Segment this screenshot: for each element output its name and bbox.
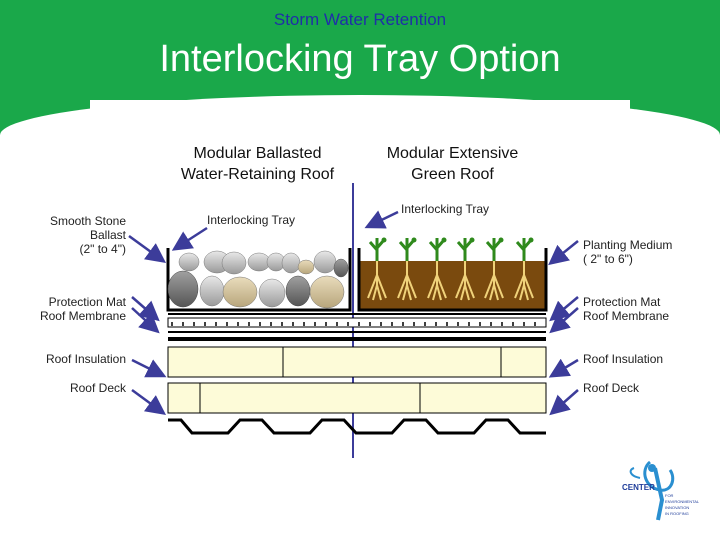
stone — [167, 270, 199, 308]
label-smooth-stone-ballast: Smooth Stone Ballast (2" to 4") — [20, 214, 126, 256]
label-stone-line1: Smooth Stone — [49, 214, 126, 228]
stone — [313, 250, 337, 274]
label-right-roof-deck: Roof Deck — [583, 381, 640, 395]
arrow-left-tray — [171, 226, 208, 251]
label-left-interlocking-tray: Interlocking Tray — [207, 213, 296, 227]
right-column-title-line2: Green Roof — [411, 166, 494, 183]
corrugated-deck — [168, 418, 546, 435]
right-column-title-line1: Modular Extensive — [386, 145, 519, 162]
plant-icon — [367, 237, 387, 301]
arrow-right-insulation — [548, 358, 579, 378]
planting-medium — [359, 261, 546, 310]
arrow-left-membrane — [131, 307, 160, 334]
arrow-right-membrane — [549, 307, 579, 334]
label-stone-line3: (2" to 4") — [79, 242, 126, 256]
roof-deck-layer — [167, 382, 547, 414]
arrow-stone-ballast — [128, 234, 167, 263]
stone — [199, 275, 225, 307]
right-green-roof-tray — [357, 248, 548, 312]
plants-group — [367, 237, 534, 301]
arrow-left-insulation — [131, 358, 167, 378]
arrow-left-mat — [131, 296, 160, 322]
protection-mat-layer — [167, 313, 547, 341]
left-column-title-line2: Water-Retaining Roof — [180, 166, 335, 183]
plant-icon — [514, 237, 534, 301]
label-right-mat-line1: Protection Mat — [583, 295, 661, 309]
label-planting-line2: ( 2" to 6") — [583, 252, 633, 266]
logo-line3: INNOVATION — [665, 505, 689, 510]
left-column-title: Modular Ballasted Water-Retaining Roof — [160, 143, 355, 185]
stone — [297, 259, 315, 275]
page-subtitle: Storm Water Retention — [273, 10, 447, 29]
arrow-planting-medium — [548, 240, 579, 266]
label-right-interlocking-tray: Interlocking Tray — [401, 202, 490, 216]
arrow-right-mat — [549, 296, 579, 322]
stone — [221, 251, 247, 275]
left-column-title-line1: Modular Ballasted — [193, 145, 322, 162]
page-title: Interlocking Tray Option — [159, 38, 561, 80]
stone — [178, 252, 200, 272]
arrow-right-deck — [549, 389, 579, 416]
stone — [258, 278, 286, 308]
logo-name: CENTER — [622, 483, 655, 492]
logo-line4: IN ROOFING — [665, 511, 689, 516]
stone — [281, 252, 301, 274]
logo-line1: FOR — [665, 493, 674, 498]
label-left-roof-deck: Roof Deck — [69, 381, 126, 395]
left-ballast-tray — [166, 248, 352, 312]
label-right-mat-line2: Roof Membrane — [583, 309, 670, 323]
label-planting-medium: Planting Medium ( 2" to 6") — [583, 238, 672, 266]
stone — [285, 275, 311, 307]
label-left-roof-insulation: Roof Insulation — [45, 352, 126, 366]
label-left-protection-mat: Protection Mat Roof Membrane — [10, 295, 126, 323]
label-right-protection-mat: Protection Mat Roof Membrane — [583, 295, 669, 323]
plant-icon — [455, 237, 475, 301]
logo-figure-icon — [653, 467, 665, 521]
stone — [309, 275, 345, 309]
arrow-right-tray — [364, 210, 399, 229]
label-planting-line1: Planting Medium — [583, 238, 673, 252]
header-band — [0, 0, 720, 100]
plant-icon — [397, 237, 417, 301]
label-stone-line2: Ballast — [89, 228, 126, 242]
plant-icon — [484, 237, 504, 301]
logo-line2: ENVIRONMENTAL — [665, 499, 700, 504]
center-logo: CENTER FOR ENVIRONMENTAL INNOVATION IN R… — [622, 460, 700, 521]
stone — [333, 258, 349, 278]
stone — [222, 276, 258, 308]
plant-icon — [427, 237, 447, 301]
arrow-left-deck — [131, 388, 167, 415]
label-right-roof-insulation: Roof Insulation — [583, 352, 664, 366]
stone — [247, 252, 271, 272]
label-left-mat-line1: Protection Mat — [48, 295, 126, 309]
label-left-mat-line2: Roof Membrane — [39, 309, 126, 323]
right-column-title: Modular Extensive Green Roof — [360, 143, 545, 185]
roof-insulation-layer — [167, 346, 547, 378]
